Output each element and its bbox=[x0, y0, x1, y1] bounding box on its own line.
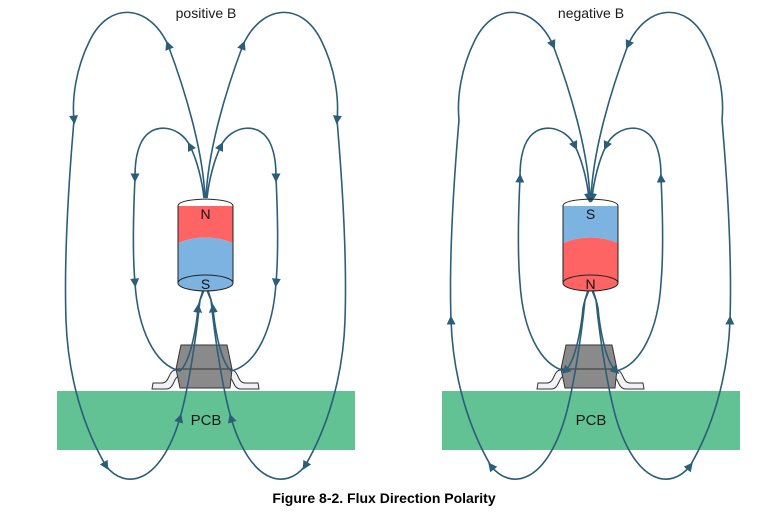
flux-lines bbox=[64, 11, 347, 480]
flux-outer-left-segment bbox=[65, 319, 109, 470]
flux-inner-right-segment bbox=[603, 127, 662, 179]
flux-outer-left-segment bbox=[105, 413, 184, 480]
panel-negative-b: negative B PCB S N bbox=[442, 5, 740, 480]
flux-inner-left-segment bbox=[134, 282, 181, 372]
flux-inner-right-segment bbox=[208, 303, 232, 372]
pcb-label: PCB bbox=[191, 412, 222, 429]
flux-inner-right-segment bbox=[206, 141, 224, 199]
flux-inner-right-segment bbox=[220, 127, 281, 183]
flux-inner-left-segment bbox=[561, 307, 584, 375]
pcb-label: PCB bbox=[576, 412, 607, 429]
flux-outer-right-segment bbox=[210, 299, 232, 419]
magnet-top-half bbox=[563, 206, 618, 243]
flux-inner-left-segment bbox=[187, 141, 205, 199]
panel-title: positive B bbox=[176, 5, 237, 21]
flux-outer-right-segment bbox=[205, 40, 246, 199]
hall-sensor-chip bbox=[151, 344, 260, 390]
flux-lines bbox=[446, 11, 735, 480]
top-pole-label: S bbox=[586, 206, 595, 222]
bar-magnet: S N bbox=[562, 198, 619, 292]
flux-outer-right-segment bbox=[689, 315, 735, 467]
flux-inner-right-segment bbox=[271, 177, 281, 288]
flux-inner-left-segment bbox=[179, 303, 203, 372]
flux-outer-right-segment bbox=[625, 11, 724, 121]
flux-outer-right-segment bbox=[336, 119, 347, 321]
flux-outer-left-segment bbox=[69, 11, 169, 125]
flux-outer-left-segment bbox=[457, 11, 556, 121]
chip-lead-left bbox=[151, 369, 181, 390]
flux-outer-left-segment bbox=[488, 417, 566, 480]
hall-sensor-chip bbox=[536, 344, 645, 390]
flux-inner-right-segment bbox=[656, 173, 666, 284]
top-pole-label: N bbox=[200, 206, 210, 222]
bottom-pole-label: N bbox=[585, 276, 595, 292]
flux-inner-left-segment bbox=[519, 127, 578, 179]
magnet-outline bbox=[562, 198, 619, 283]
flux-outer-right-segment bbox=[615, 417, 693, 480]
flux-inner-right-segment bbox=[615, 282, 662, 372]
panel-positive-b: positive B PCB N S bbox=[57, 5, 355, 480]
flux-inner-right-segment bbox=[597, 307, 620, 375]
flux-outer-left-segment bbox=[449, 119, 460, 321]
flux-outer-right-segment bbox=[242, 11, 342, 125]
magnet-bottom-half bbox=[563, 237, 618, 283]
pcb-board bbox=[442, 391, 740, 450]
flux-inner-left-segment bbox=[130, 177, 140, 288]
flux-inner-left-segment bbox=[519, 282, 566, 372]
magnet-top-half bbox=[178, 206, 233, 243]
flux-inner-right-segment bbox=[230, 282, 277, 372]
magnet-outline bbox=[177, 198, 234, 283]
pcb-board bbox=[57, 391, 355, 450]
flux-outer-left-segment bbox=[446, 315, 492, 467]
flux-outer-right-segment bbox=[227, 413, 306, 480]
flux-outer-left-segment bbox=[165, 40, 206, 199]
panel-title: negative B bbox=[558, 5, 624, 21]
figure-caption: Figure 8-2. Flux Direction Polarity bbox=[272, 490, 496, 506]
magnet-bottom-half bbox=[178, 237, 233, 283]
bottom-pole-label: S bbox=[201, 276, 210, 292]
flux-outer-left-segment bbox=[552, 44, 595, 203]
bar-magnet: N S bbox=[177, 198, 234, 292]
flux-outer-left-segment bbox=[64, 119, 75, 321]
flux-outer-right-segment bbox=[302, 319, 346, 470]
flux-outer-left-segment bbox=[564, 299, 586, 419]
flux-outer-right-segment bbox=[586, 44, 629, 203]
flux-outer-right-segment bbox=[721, 119, 732, 321]
flux-inner-left-segment bbox=[515, 173, 525, 284]
chip-lead-left bbox=[536, 369, 566, 390]
flux-outer-right-segment bbox=[595, 299, 617, 419]
flux-outer-left-segment bbox=[179, 299, 201, 419]
flux-inner-left-segment bbox=[130, 127, 191, 183]
